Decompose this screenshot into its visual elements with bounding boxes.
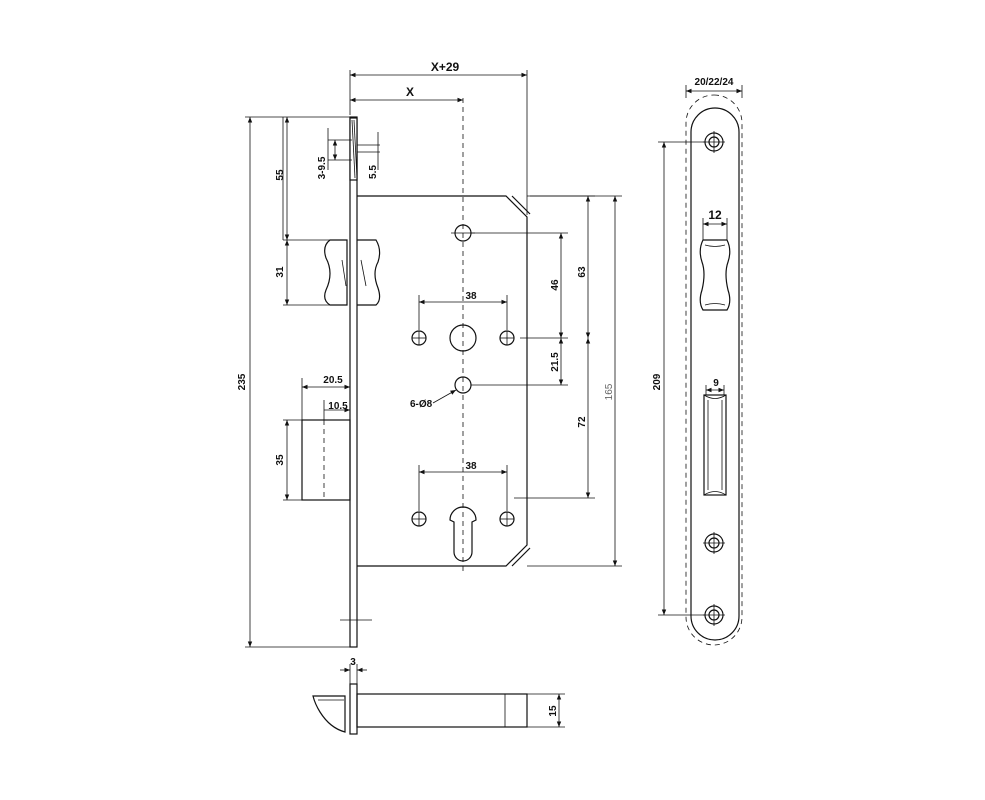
- latch-tongue: [312, 695, 346, 733]
- faceplate: [690, 107, 740, 641]
- cylinder-cutout: [449, 506, 477, 562]
- dim-5-5: 5.5: [368, 165, 379, 179]
- latch-opening: [699, 239, 731, 311]
- dim-165: 165: [604, 383, 615, 400]
- forend-section: [349, 683, 358, 735]
- screw-top: [703, 131, 725, 153]
- bottom-view: 3 15: [312, 657, 565, 735]
- dim-20-22-24: 20/22/24: [695, 77, 734, 88]
- lock-case: [357, 195, 528, 567]
- dim-46: 46: [550, 279, 561, 291]
- front-view-dimensions: 20/22/24 12 9 209: [652, 77, 743, 616]
- body-section: [356, 693, 528, 728]
- dim-72: 72: [577, 416, 588, 428]
- dim-9: 9: [713, 378, 719, 389]
- front-view: [685, 94, 743, 646]
- dim-209: 209: [652, 373, 663, 390]
- dim-35: 35: [275, 454, 286, 466]
- dim-10-5: 10.5: [328, 401, 348, 412]
- dim-3-9-5: 3-9.5: [317, 156, 328, 179]
- side-view: [301, 98, 531, 648]
- dim-21-5: 21.5: [550, 352, 561, 372]
- forend-plate: [349, 116, 358, 648]
- dim-6-holes: 6-Ø8: [410, 399, 433, 410]
- dim-55: 55: [275, 169, 286, 181]
- latch-bolt: [324, 239, 381, 306]
- spindle-hole: [449, 324, 477, 352]
- dim-3: 3: [350, 657, 356, 668]
- dim-12: 12: [708, 208, 722, 222]
- dim-15: 15: [548, 705, 559, 717]
- dead-bolt: [301, 419, 351, 501]
- dim-20-5: 20.5: [323, 375, 343, 386]
- dim-31: 31: [275, 266, 286, 278]
- screw-middle: [703, 532, 725, 554]
- dim-38-top: 38: [465, 291, 477, 302]
- dim-x-plus-29: X+29: [431, 60, 460, 74]
- dim-63: 63: [577, 266, 588, 278]
- deadbolt-opening: [703, 394, 727, 496]
- dim-38-bottom: 38: [465, 461, 477, 472]
- dim-235: 235: [237, 373, 248, 390]
- side-view-dimensions: X+29 X 235 55 31 3-9.5 5.5 20.5: [237, 60, 622, 648]
- dim-x: X: [406, 85, 414, 99]
- screw-bottom: [703, 604, 725, 626]
